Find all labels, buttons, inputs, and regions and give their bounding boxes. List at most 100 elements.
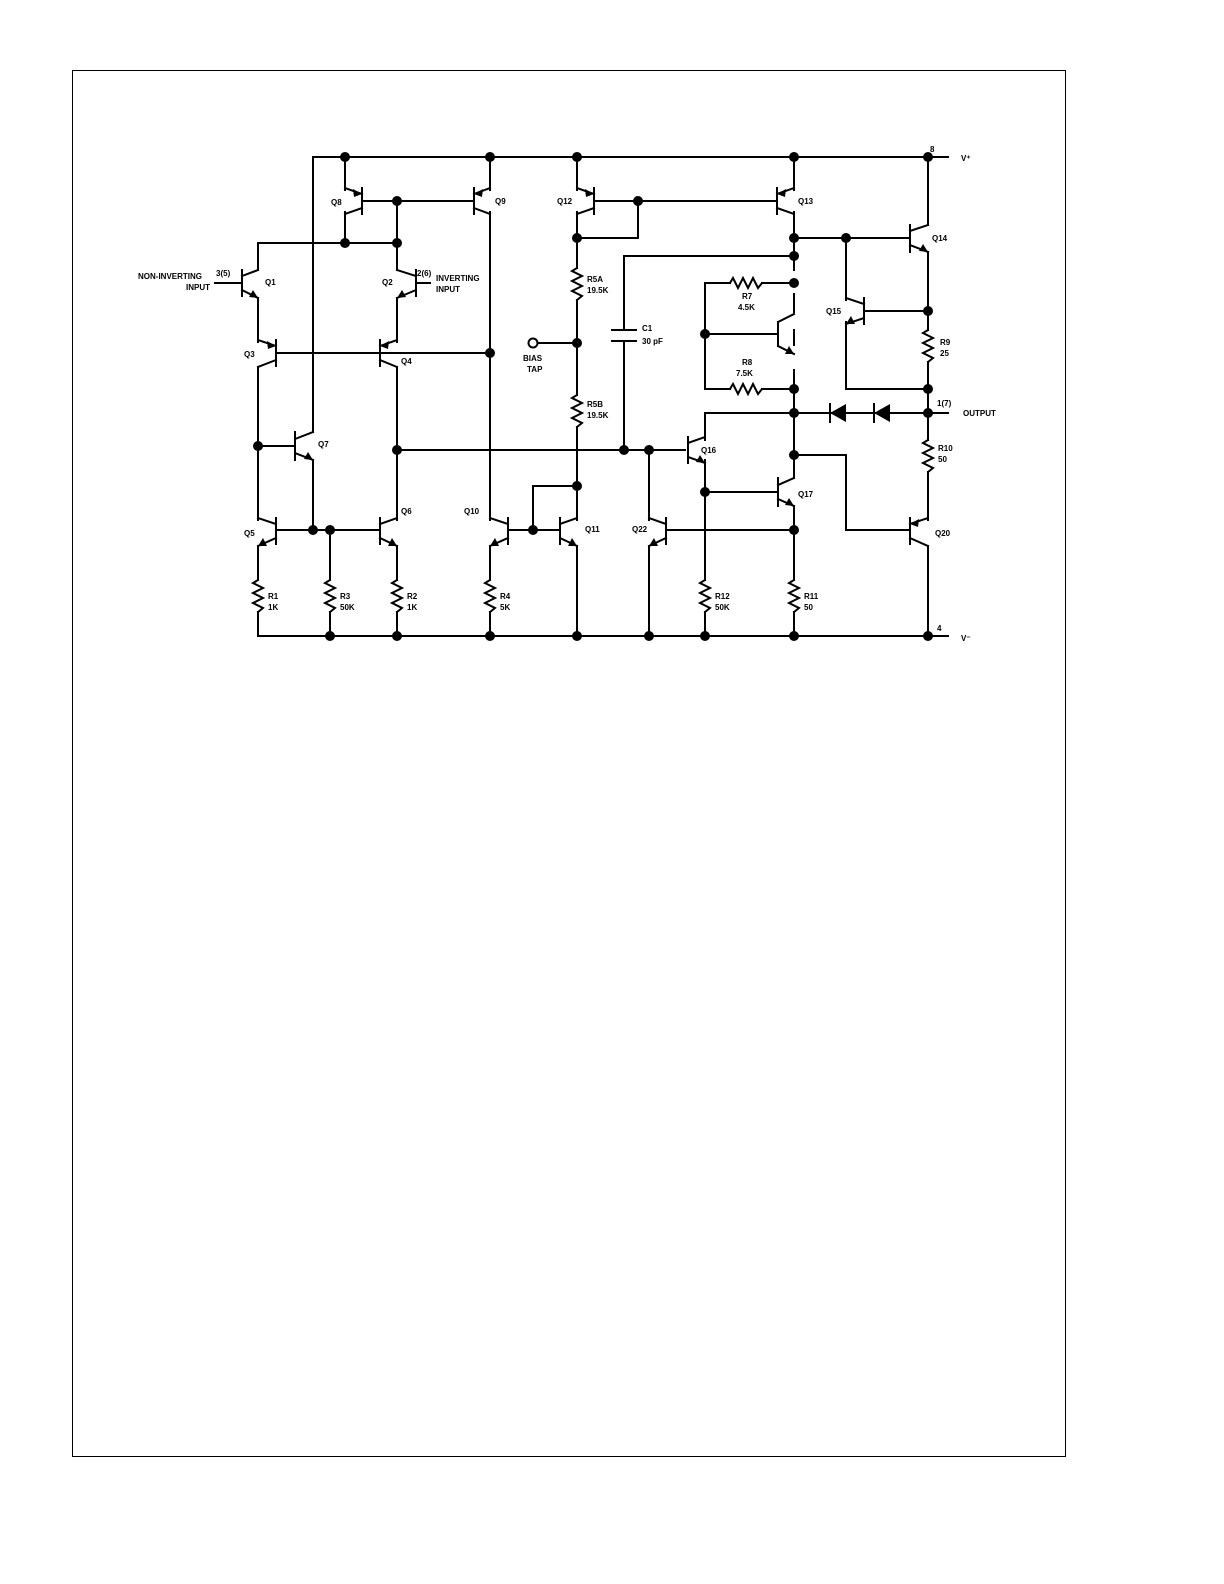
q13-label: Q13 bbox=[798, 197, 814, 206]
q5-label: Q5 bbox=[244, 529, 255, 538]
q11-symbol bbox=[558, 516, 579, 548]
r8-value: 7.5K bbox=[736, 369, 753, 378]
r5a-value: 19.5K bbox=[587, 286, 609, 295]
r5a-symbol bbox=[569, 266, 585, 302]
r5b-value: 19.5K bbox=[587, 411, 609, 420]
inv-label-2: INPUT bbox=[436, 285, 460, 294]
r2-value: 1K bbox=[407, 603, 417, 612]
r11-symbol bbox=[786, 578, 802, 614]
r7-name: R7 bbox=[742, 292, 753, 301]
r1-name: R1 bbox=[268, 592, 279, 601]
q14-symbol bbox=[908, 223, 930, 254]
q2-label: Q2 bbox=[382, 278, 393, 287]
r12-name: R12 bbox=[715, 592, 730, 601]
q13-symbol bbox=[775, 186, 796, 216]
q15-label: Q15 bbox=[826, 307, 842, 316]
c1-name: C1 bbox=[642, 324, 653, 333]
bias-tap-label-1: BIAS bbox=[523, 354, 543, 363]
r12-symbol bbox=[697, 578, 713, 614]
r12-value: 50K bbox=[715, 603, 730, 612]
r8-name: R8 bbox=[742, 358, 753, 367]
output-pin-number: 1(7) bbox=[937, 399, 952, 408]
r11-name: R11 bbox=[804, 592, 819, 601]
transistor-symbols bbox=[240, 186, 930, 548]
bias-tap-label-2: TAP bbox=[527, 365, 543, 374]
c1-value: 30 pF bbox=[642, 337, 663, 346]
inv-pin-number: 2(6) bbox=[417, 269, 432, 278]
q16-label: Q16 bbox=[701, 446, 717, 455]
r3-name: R3 bbox=[340, 592, 351, 601]
vminus-pin-number: 4 bbox=[937, 624, 942, 633]
q7-symbol bbox=[293, 430, 315, 462]
r1-value: 1K bbox=[268, 603, 278, 612]
r10-name: R10 bbox=[938, 444, 953, 453]
r3-symbol bbox=[322, 578, 338, 614]
r11-value: 50 bbox=[804, 603, 813, 612]
q3-label: Q3 bbox=[244, 350, 255, 359]
q20-symbol bbox=[908, 516, 930, 548]
noninv-label-1: NON-INVERTING bbox=[138, 272, 202, 281]
q4-symbol bbox=[378, 338, 399, 369]
q1-symbol bbox=[240, 268, 260, 300]
q20-label: Q20 bbox=[935, 529, 951, 538]
page-border bbox=[72, 70, 1066, 1457]
q7-label: Q7 bbox=[318, 440, 329, 449]
junction-dots bbox=[253, 152, 933, 641]
q6-label: Q6 bbox=[401, 507, 412, 516]
diode-1 bbox=[829, 403, 846, 423]
q8-symbol bbox=[343, 186, 364, 216]
r4-name: R4 bbox=[500, 592, 511, 601]
r9-value: 25 bbox=[940, 349, 949, 358]
r10-value: 50 bbox=[938, 455, 947, 464]
r8-symbol bbox=[728, 381, 764, 397]
r9-name: R9 bbox=[940, 338, 951, 347]
inv-label-1: INVERTING bbox=[436, 274, 480, 283]
q10-label: Q10 bbox=[464, 507, 480, 516]
r2-name: R2 bbox=[407, 592, 418, 601]
q12-symbol bbox=[575, 186, 596, 216]
r4-symbol bbox=[482, 578, 498, 614]
q17-symbol bbox=[776, 476, 796, 508]
q9-label: Q9 bbox=[495, 197, 506, 206]
resistor-symbols bbox=[250, 266, 936, 614]
q12-label: Q12 bbox=[557, 197, 573, 206]
q5-symbol bbox=[256, 516, 278, 548]
vbe-multiplier-transistor bbox=[776, 312, 796, 356]
q8-label: Q8 bbox=[331, 198, 342, 207]
labels: 8 V⁺ 4 V⁻ 3(5) NON-INVERTING INPUT 2(6) … bbox=[138, 145, 996, 643]
q22-label: Q22 bbox=[632, 525, 648, 534]
diode-2 bbox=[873, 403, 890, 423]
bias-tap-terminal bbox=[527, 337, 539, 349]
q9-symbol bbox=[472, 186, 492, 216]
q14-label: Q14 bbox=[932, 234, 948, 243]
q6-symbol bbox=[378, 516, 399, 548]
r1-symbol bbox=[250, 578, 266, 614]
q2-symbol bbox=[395, 268, 418, 300]
r7-symbol bbox=[728, 275, 764, 291]
q4-label: Q4 bbox=[401, 357, 412, 366]
r4-value: 5K bbox=[500, 603, 510, 612]
r9-symbol bbox=[920, 328, 936, 364]
q22-symbol bbox=[647, 516, 668, 548]
r5a-name: R5A bbox=[587, 275, 603, 284]
r7-value: 4.5K bbox=[738, 303, 755, 312]
q17-label: Q17 bbox=[798, 490, 814, 499]
diode-symbols bbox=[829, 403, 890, 423]
q11-label: Q11 bbox=[585, 525, 600, 534]
r5b-symbol bbox=[569, 393, 585, 429]
q3-symbol bbox=[256, 338, 278, 369]
q1-label: Q1 bbox=[265, 278, 276, 287]
wires bbox=[214, 156, 949, 637]
r3-value: 50K bbox=[340, 603, 355, 612]
r5b-name: R5B bbox=[587, 400, 603, 409]
noninv-label-2: INPUT bbox=[186, 283, 210, 292]
c1-symbol bbox=[611, 329, 637, 342]
vplus-label: V⁺ bbox=[961, 154, 971, 163]
q10-symbol bbox=[488, 516, 510, 548]
r2-symbol bbox=[389, 578, 405, 614]
r10-symbol bbox=[920, 438, 936, 474]
vplus-pin-number: 8 bbox=[930, 145, 935, 154]
q15-symbol bbox=[844, 296, 866, 326]
noninv-pin-number: 3(5) bbox=[216, 269, 231, 278]
